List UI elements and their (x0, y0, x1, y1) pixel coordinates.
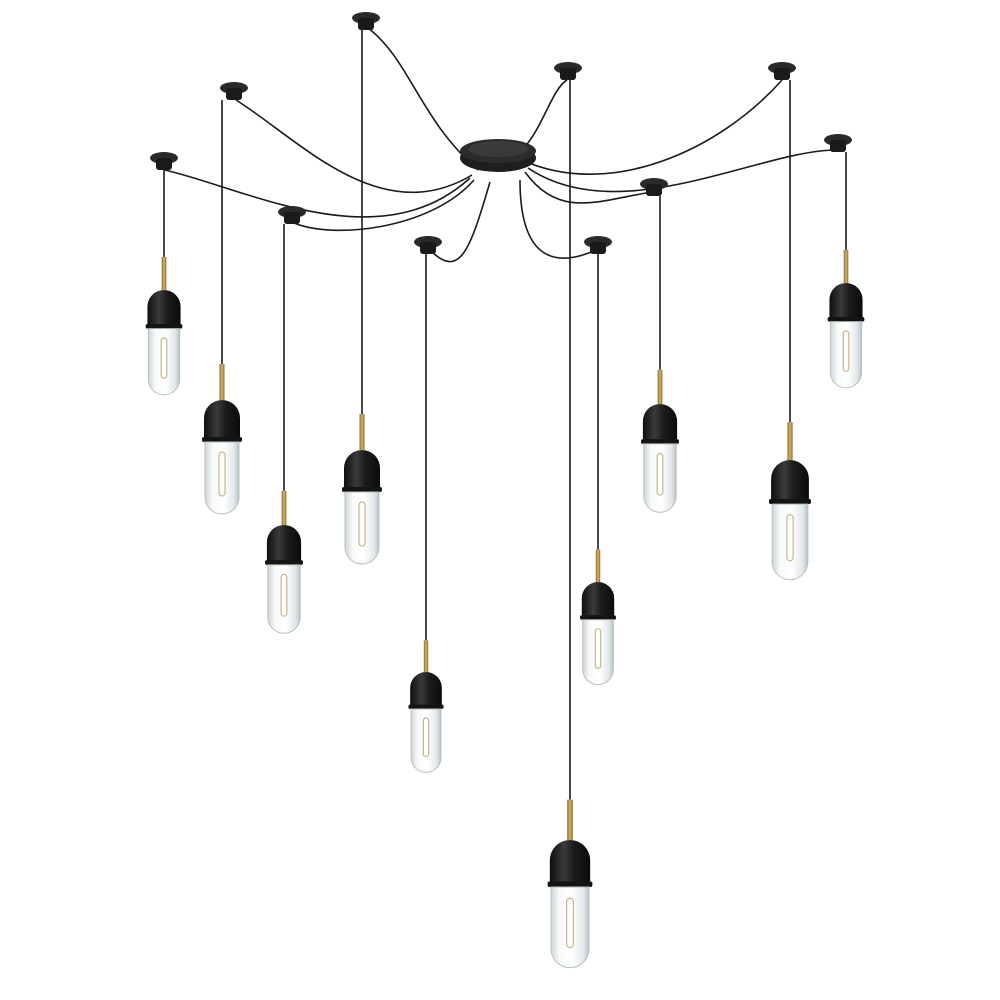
ceiling-hook (768, 62, 796, 80)
ceiling-hooks (150, 12, 852, 254)
brass-stem (843, 249, 849, 283)
pendant-lights (145, 30, 865, 969)
bulb-filament (218, 451, 226, 497)
brass-stem (423, 640, 429, 672)
glass-bulb (204, 441, 240, 515)
glass-bulb (147, 328, 181, 396)
shade-collar (641, 439, 679, 444)
pendant-light (408, 254, 444, 773)
glass-bulb (643, 443, 677, 513)
glass-bulb (550, 886, 590, 969)
pendant-light (580, 254, 616, 686)
ceiling-hook (584, 236, 612, 254)
shade-collar (827, 317, 865, 322)
pendant-light (641, 196, 679, 513)
cord (235, 99, 473, 194)
black-shade (549, 840, 591, 885)
brass-stem (595, 549, 601, 582)
brass-stem (567, 799, 573, 840)
brass-stem (359, 414, 365, 450)
bulb-filament (594, 628, 602, 669)
shade-collar (145, 324, 183, 329)
pendant-light (342, 30, 382, 565)
black-shade (642, 404, 678, 442)
ceiling-hook (352, 12, 380, 30)
brass-stem (219, 364, 225, 400)
glass-bulb (344, 491, 380, 565)
pendant-light (827, 152, 865, 389)
pendant-light (547, 80, 593, 969)
shade-collar (769, 498, 811, 505)
cord (291, 179, 475, 232)
ceiling-hook (278, 206, 306, 224)
black-shade (266, 524, 302, 563)
glass-bulb (410, 708, 442, 773)
ceiling-hook (554, 62, 582, 80)
cord (164, 169, 471, 218)
pendant-light (769, 80, 811, 581)
brass-stem (161, 256, 167, 290)
black-shade (771, 460, 809, 502)
bulb-filament (280, 573, 288, 617)
ceiling-hook (824, 134, 852, 152)
pendant-light (265, 224, 303, 634)
cord (367, 27, 479, 171)
swag-cords (164, 27, 837, 263)
bulb-filament (422, 717, 430, 758)
ceiling-hook (640, 178, 668, 196)
pendant-light (202, 100, 242, 515)
glass-bulb (771, 503, 809, 581)
black-shade (344, 450, 380, 490)
black-shade (204, 400, 240, 440)
black-shade (581, 582, 615, 618)
bulb-filament (566, 897, 574, 949)
bulb-filament (656, 452, 664, 496)
cord (519, 179, 597, 259)
cord (521, 79, 783, 175)
brass-stem (281, 490, 287, 525)
bulb-filament (842, 330, 850, 372)
cord (429, 181, 491, 263)
shade-collar (265, 560, 303, 565)
ceiling-hook (414, 236, 442, 254)
center-canopy (460, 139, 536, 172)
cord (524, 171, 653, 204)
glass-bulb (267, 564, 301, 634)
black-shade (829, 283, 863, 320)
black-shade (147, 290, 181, 327)
brass-stem (787, 422, 793, 460)
cord (527, 149, 837, 193)
bulb-filament (358, 501, 366, 547)
glass-bulb (829, 321, 863, 389)
ceiling-hook (150, 152, 178, 170)
pendant-light (145, 170, 183, 396)
shade-collar (202, 437, 242, 442)
shade-collar (547, 881, 593, 888)
glass-bulb (582, 619, 614, 686)
brass-stem (657, 369, 663, 404)
shade-collar (580, 615, 616, 620)
ceiling-hook (220, 82, 248, 100)
black-shade (410, 672, 442, 708)
shade-collar (408, 704, 444, 709)
shade-collar (342, 487, 382, 492)
bulb-filament (786, 513, 794, 562)
bulb-filament (160, 337, 168, 379)
